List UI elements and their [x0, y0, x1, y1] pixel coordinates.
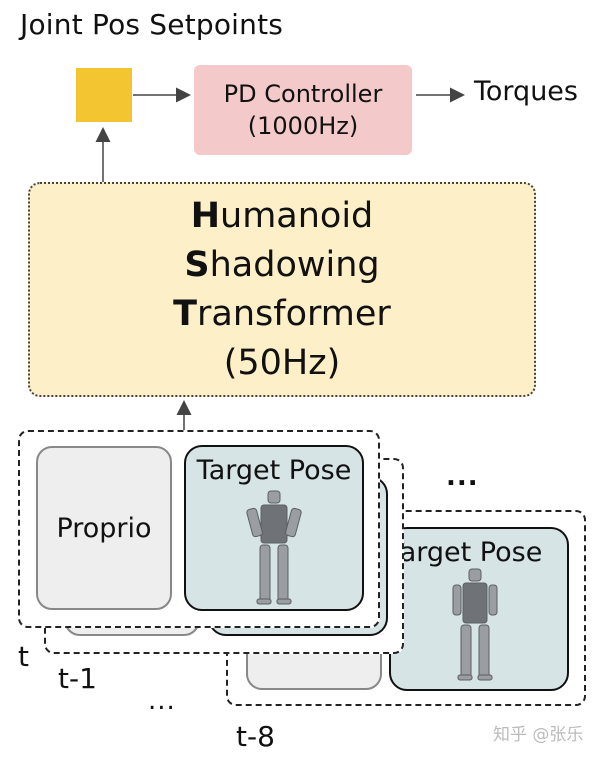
target-pose-label: Target Pose	[196, 455, 352, 486]
pd-controller-label: PD Controller	[223, 80, 383, 108]
time-label-t: t	[18, 640, 29, 673]
ellipsis-top: ...	[446, 462, 479, 492]
joint-setpoint-block	[76, 68, 132, 122]
target-pose-label-back: Target Pose	[389, 537, 543, 568]
target-pose-card-t-8: Target Pose	[389, 527, 569, 691]
time-label-t-8: t-8	[236, 720, 275, 753]
hst-transformer-box: Humanoid Shadowing Transformer (50Hz)	[28, 182, 536, 397]
pd-controller-rate: (1000Hz)	[247, 112, 359, 140]
time-label-t-1: t-1	[58, 662, 97, 695]
robot-icon-front	[246, 490, 302, 605]
robot-icon-back	[452, 568, 498, 681]
diagram-title: Joint Pos Setpoints	[20, 8, 284, 41]
hst-line-transformer: Transformer	[173, 293, 391, 334]
proprio-label: Proprio	[56, 512, 152, 544]
proprio-card: Proprio	[36, 446, 172, 610]
hst-rate: (50Hz)	[223, 342, 341, 383]
target-pose-card: Target Pose	[184, 445, 364, 611]
torques-label: Torques	[474, 76, 578, 107]
ellipsis-bottom: ...	[148, 686, 176, 716]
pd-controller-box: PD Controller (1000Hz)	[194, 65, 412, 155]
watermark: 知乎 @张乐	[493, 725, 584, 745]
hst-line-humanoid: Humanoid	[190, 195, 374, 236]
hst-line-shadowing: Shadowing	[184, 244, 380, 285]
